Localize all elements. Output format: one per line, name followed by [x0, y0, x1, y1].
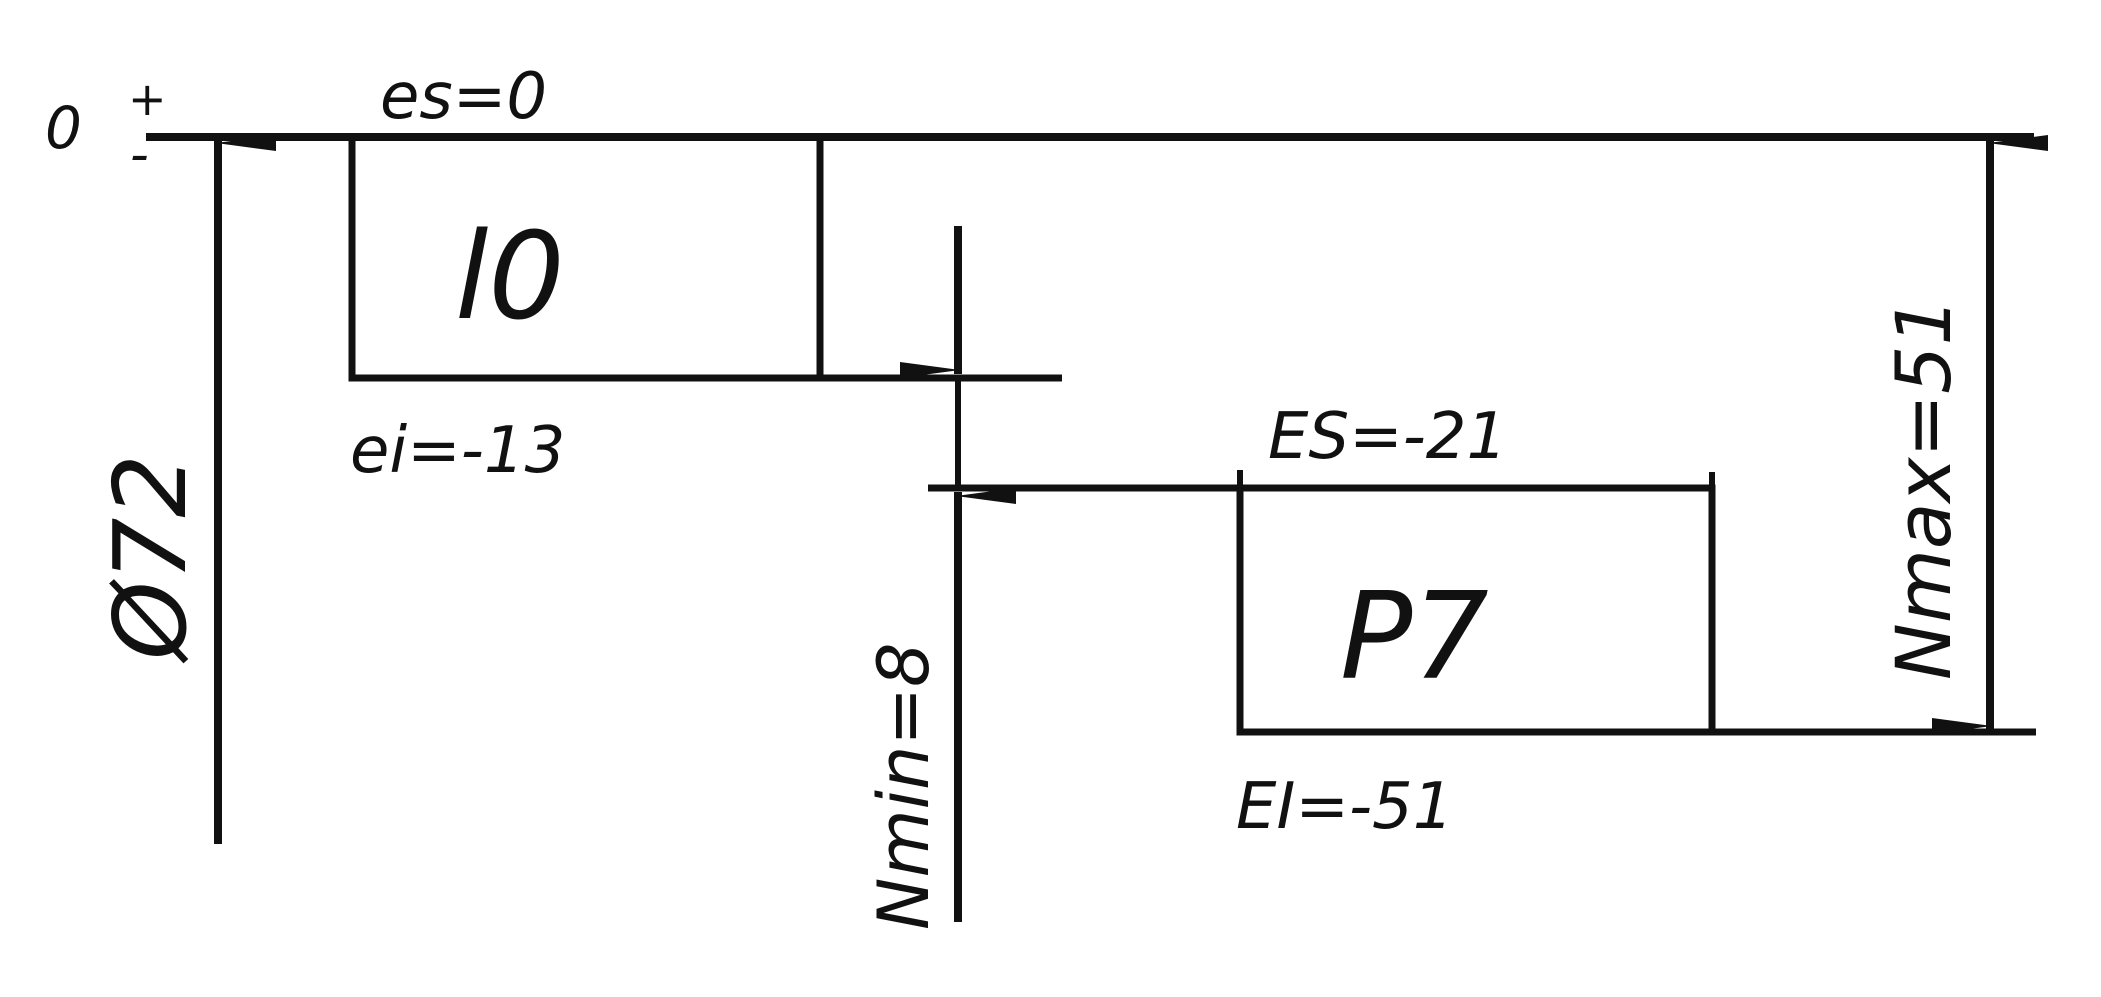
zero-line-minus: - [130, 125, 149, 185]
hole-zone-label: P7 [1340, 568, 1489, 707]
shaft-es-label: es=0 [380, 60, 547, 134]
shaft-ei-label: ei=-13 [350, 414, 565, 488]
shaft-tolerance-zone [348, 140, 824, 382]
nmin-label: Nmin=8 [863, 642, 945, 930]
shaft-zone-label: l0 [455, 208, 565, 347]
hole-ei-label: EI=-51 [1236, 770, 1453, 844]
zero-line-label: 0 [45, 94, 82, 162]
nmax-label: Nmax=51 [1879, 297, 1968, 680]
zero-line-plus: + [128, 72, 167, 126]
hole-es-label: ES=-21 [1268, 400, 1507, 474]
nominal-size-label: Ø72 [92, 454, 209, 664]
